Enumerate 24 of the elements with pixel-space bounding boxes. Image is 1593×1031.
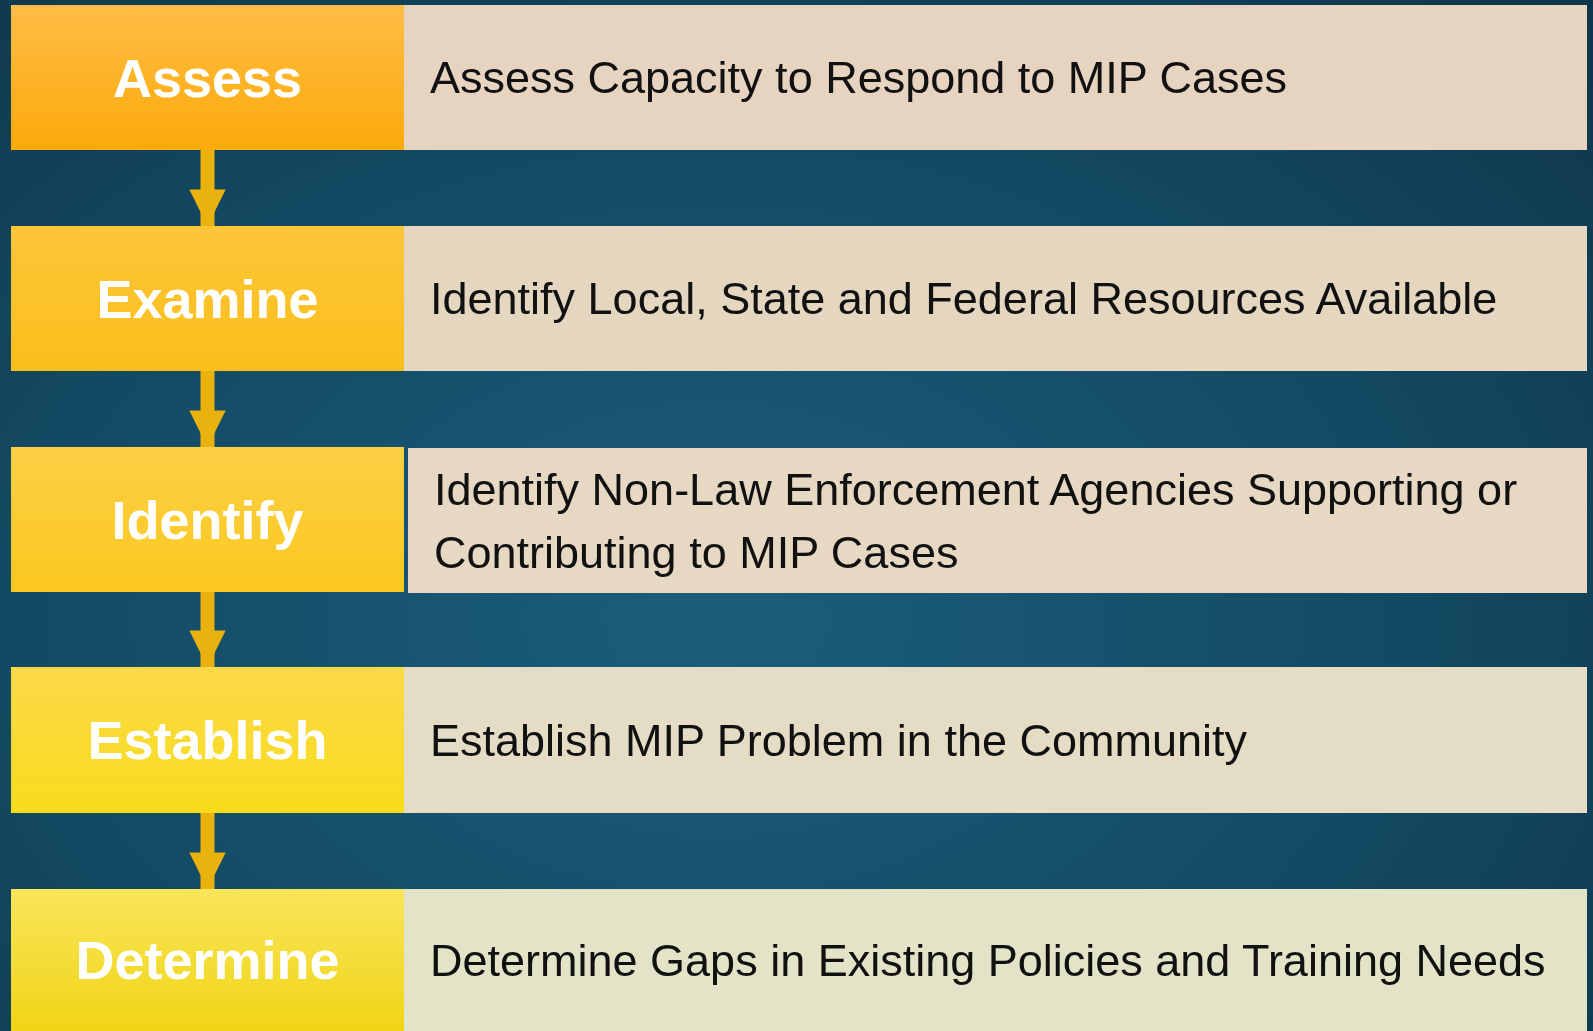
step-box: [11, 226, 404, 371]
step-label: Assess: [112, 46, 303, 109]
arrow: [189, 150, 226, 226]
description-box: [404, 667, 1587, 813]
arrow: [189, 592, 226, 667]
step-description: Identify Local, State and Federal Resources Available: [430, 272, 1498, 326]
description-box: [404, 226, 1587, 371]
step-box: [11, 5, 404, 150]
step-label: Determine: [75, 929, 340, 991]
arrow: [189, 371, 226, 447]
step-label: Examine: [96, 267, 319, 330]
step-label: Establish: [87, 709, 328, 771]
step-description: Determine Gaps in Existing Policies and Training Needs: [430, 933, 1546, 988]
arrow: [189, 813, 226, 889]
step-box: [11, 667, 404, 813]
step-description: Identify Non-Law Enforcement Agencies Supporting or Contributing to MIP Cases: [434, 462, 1519, 580]
description-box: [408, 448, 1587, 593]
step-description: Establish MIP Problem in the Community: [430, 713, 1247, 768]
step-box: [11, 447, 404, 592]
step-description: Assess Capacity to Respond to MIP Cases: [430, 51, 1288, 105]
description-box: [404, 5, 1587, 150]
step-box: [11, 889, 404, 1031]
description-box: [404, 889, 1587, 1031]
step-label: Identify: [111, 488, 304, 551]
